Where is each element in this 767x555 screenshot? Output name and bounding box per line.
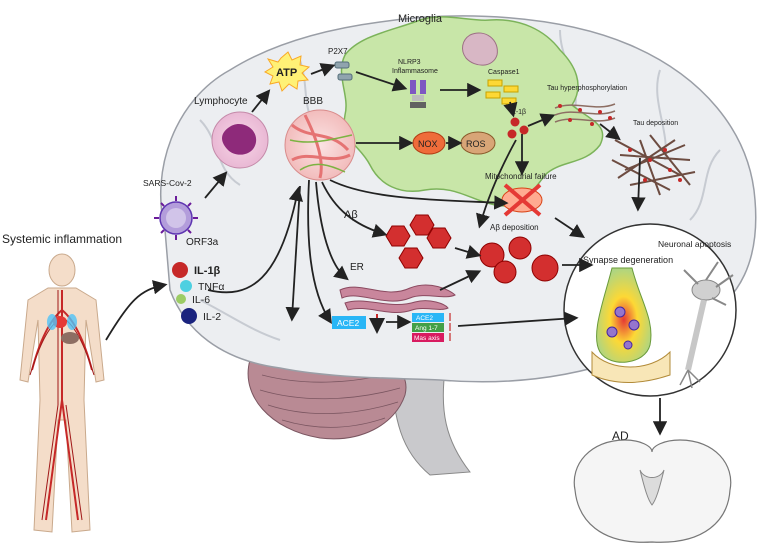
nlrp3-complex [410, 80, 426, 108]
tau-phospho-dots [558, 104, 612, 126]
synapse-label: Synapse degeneration [583, 255, 673, 265]
bbb-fibers [291, 114, 351, 179]
synaptic-vesicles [606, 306, 640, 350]
human-body [19, 253, 105, 533]
cytokine-dot [181, 308, 197, 324]
cytokine-label: IL-6 [192, 294, 210, 306]
arrows [105, 63, 668, 436]
abeta-dep-label: Aβ deposition [490, 223, 539, 232]
ace2-label: ACE2 [337, 318, 359, 328]
tau-hyper-label: Tau hyperphosphorylation [547, 85, 627, 92]
sars-label: SARS-Cov-2 [143, 178, 192, 188]
ad-ventricles [639, 469, 665, 506]
il1b-cluster [507, 117, 529, 139]
mito-cross [503, 183, 542, 217]
p2x7-receptor [334, 61, 353, 81]
lymphocyte-nucleus [222, 123, 257, 155]
mas-box [412, 333, 444, 342]
abeta-plaques [385, 214, 452, 269]
p2x7-label: P2X7 [328, 47, 348, 56]
systemic-label: Systemic inflammation [2, 232, 122, 246]
microglia-cell [340, 16, 604, 207]
sars-cov2-virus [154, 196, 198, 240]
microglia-nucleus [462, 32, 498, 66]
bbb-label: BBB [303, 96, 323, 107]
microglia-label: Microglia [398, 13, 443, 25]
er-label: ER [350, 262, 364, 273]
cytokine-label: TNFα [198, 281, 224, 293]
neuron [679, 261, 734, 389]
ang-label: Ang 1-7 [415, 325, 438, 332]
bbb-green-fibers [289, 134, 353, 173]
tau-tangles [611, 134, 696, 196]
ace2-small-box [412, 313, 444, 322]
ace2-small-label: ACE2 [416, 315, 433, 322]
atp-burst [263, 51, 311, 92]
orf3a-label: ORF3a [186, 237, 219, 248]
inflammasome-label: Inflammasome [392, 68, 438, 75]
ace2-box [332, 316, 366, 329]
ang-box [412, 323, 444, 332]
cytokine-dot [172, 262, 188, 278]
lymphocyte-label: Lymphocyte [194, 96, 248, 107]
caspase1-blocks [485, 79, 519, 105]
nlrp3-label: NLRP3 [398, 59, 421, 66]
ros-label: ROS [466, 139, 486, 149]
cytokine-dot [176, 294, 186, 304]
er-organelle [339, 284, 456, 314]
neuronal-label: Neuronal apoptosis [658, 239, 731, 249]
atp-label: ATP [276, 67, 297, 79]
tau-tangle-dots [628, 148, 682, 182]
mito-label: Mitochondrial failure [485, 172, 557, 181]
mas-label: Mas axis [414, 335, 440, 342]
cytokine-dot [180, 280, 192, 292]
brainstem [389, 369, 471, 476]
caspase1-label: Caspase1 [488, 69, 520, 76]
tau-dep-label: Tau deposition [633, 120, 678, 127]
il1b-micro-label: IL-1β [510, 109, 526, 116]
bbb-vessel [284, 109, 356, 181]
postsynaptic [591, 350, 671, 383]
cytokine-label: IL-1β [194, 265, 221, 277]
cytokine-label: IL-2 [203, 311, 221, 323]
nox-label: NOX [418, 139, 438, 149]
abeta-deposits [479, 236, 559, 284]
abeta-label: Aβ [344, 209, 358, 221]
